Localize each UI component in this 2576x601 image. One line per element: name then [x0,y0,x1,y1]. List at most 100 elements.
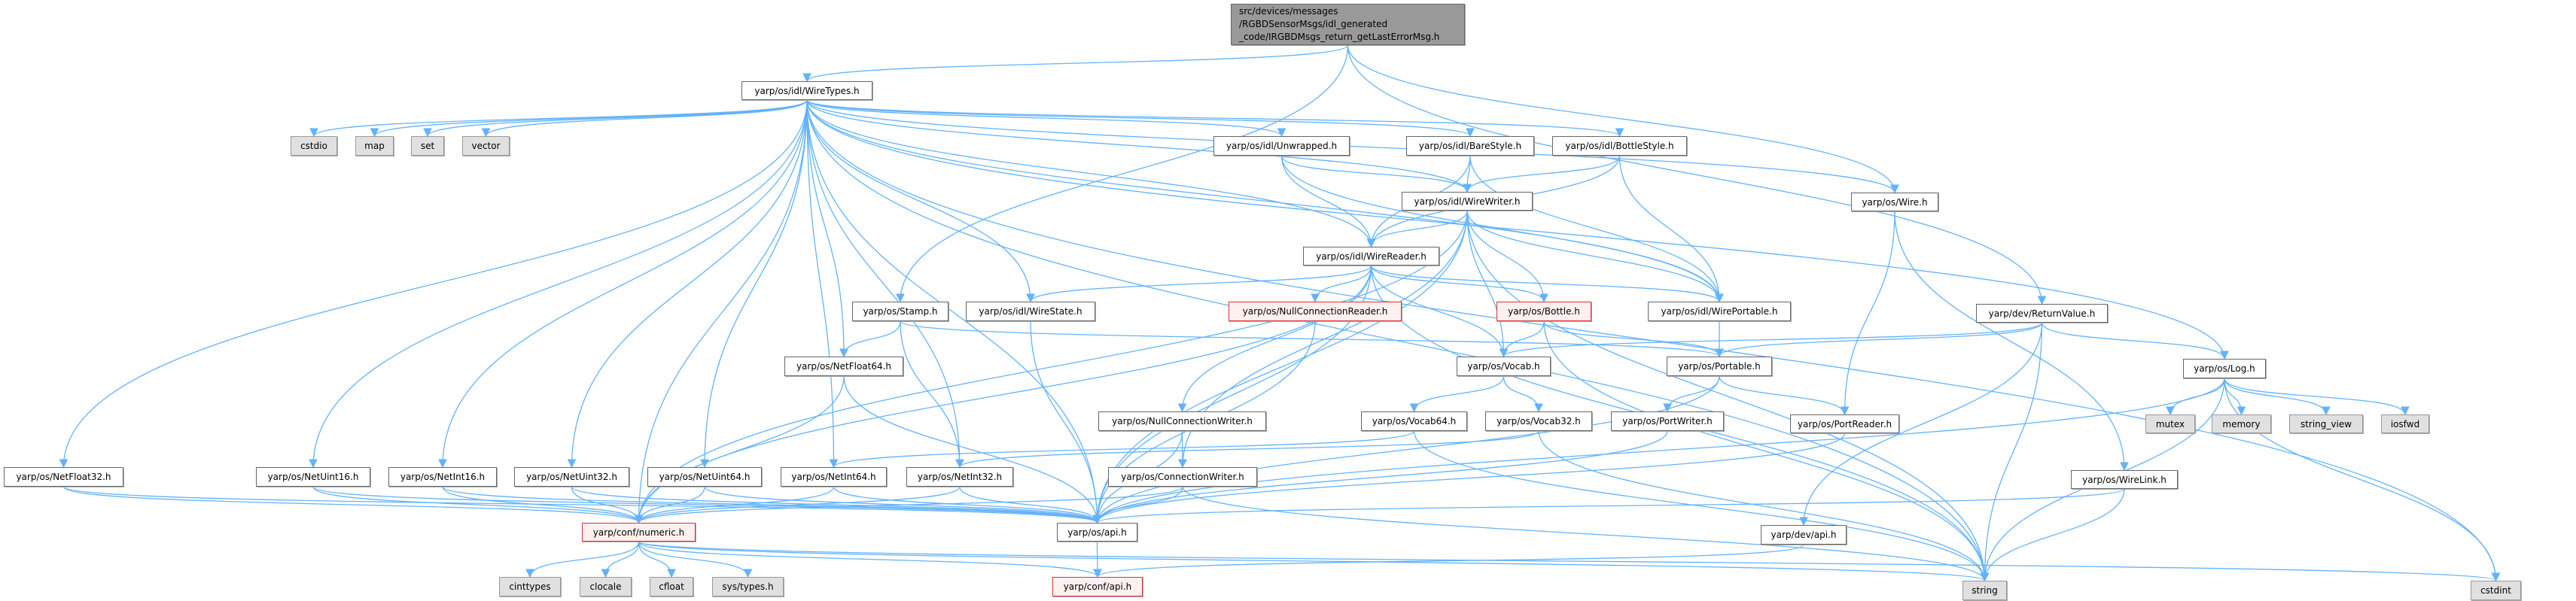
graph-node-connectionwriter[interactable]: yarp/os/ConnectionWriter.h [1108,467,1257,487]
graph-node-netint64[interactable]: yarp/os/NetInt64.h [781,467,887,487]
node-label: yarp/os/PortReader.h [1797,418,1892,430]
graph-node-bottlestyle[interactable]: yarp/os/idl/BottleStyle.h [1552,136,1687,156]
graph-node-netfloat32[interactable]: yarp/os/NetFloat32.h [4,467,123,487]
graph-node-returnvalue[interactable]: yarp/dev/ReturnValue.h [1976,304,2108,323]
edge-dev_api-to-conf_api [1093,544,1804,578]
node-label: yarp/dev/ReturnValue.h [1988,308,2096,319]
node-label: yarp/os/Portable.h [1678,361,1761,372]
edge-unwrapped-to-wirewriter [1280,155,1472,193]
graph-node-netint16[interactable]: yarp/os/NetInt16.h [388,467,497,487]
edge-wiretypes-to-cstdio [309,99,808,138]
edge-netuint16-to-os_api [312,486,1101,524]
node-label: memory [2222,418,2261,430]
edge-numeric-to-clocale [601,541,640,578]
graph-node-os-api[interactable]: yarp/os/api.h [1057,523,1137,542]
graph-node-netfloat64[interactable]: yarp/os/NetFloat64.h [784,357,903,376]
graph-node-dev-api[interactable]: yarp/dev/api.h [1761,525,1847,545]
node-label: sys/types.h [722,581,774,592]
edge-wirewriter-to-wirereader [1366,210,1468,248]
graph-node-stamp[interactable]: yarp/os/Stamp.h [852,302,948,321]
edge-bottlestyle-to-wirewriter [1463,155,1621,193]
edge-wiretypes-to-wirereader [806,99,1376,248]
node-label: yarp/dev/api.h [1771,530,1837,540]
graph-node-wirewriter[interactable]: yarp/os/idl/WireWriter.h [1402,192,1533,211]
graph-node-bottle[interactable]: yarp/os/Bottle.h [1497,302,1591,321]
node-label: clocale [589,581,622,592]
edge-numeric-to-cinttypes [525,541,640,578]
edge-wiretypes-to-netint64 [806,99,839,469]
node-label: yarp/os/WireLink.h [2082,474,2166,485]
graph-node-portreader[interactable]: yarp/os/PortReader.h [1790,414,1899,433]
edge-netint64-to-numeric [634,486,835,524]
edge-portable-to-portreader [1719,375,1850,416]
edge-netint32-to-os_api [959,486,1102,524]
edge-unwrapped-to-wireportable [1280,155,1724,303]
edge-portreader-to-os_api [1092,433,1846,524]
graph-node-vocab[interactable]: yarp/os/Vocab.h [1457,357,1551,376]
edge-wiretypes-to-wirestate [806,99,1035,303]
edge-stamp-to-portable [900,320,1724,358]
graph-node-netint32[interactable]: yarp/os/NetInt32.h [906,467,1013,487]
edge-vocab-to-vocab32 [1503,375,1543,413]
edge-netuint32-to-os_api [571,486,1102,524]
node-label: yarp/os/PortWriter.h [1622,416,1713,426]
edge-numeric-to-string [638,541,1989,582]
edge-root-to-wiretypes [802,44,1349,83]
edge-stamp-to-netint32 [900,320,964,469]
node-label: yarp/conf/api.h [1063,581,1132,592]
graph-node-netuint16[interactable]: yarp/os/NetUint16.h [256,467,370,487]
node-label: yarp/os/Vocab.h [1467,361,1540,372]
edge-bottle-to-string [1543,320,1990,582]
edge-wirewriter-to-os_api [1092,210,1468,524]
edge-wirewriter-to-string [1466,210,1990,582]
graph-node-wirereader[interactable]: yarp/os/idl/WireReader.h [1303,247,1439,266]
node-label: yarp/os/NullConnectionReader.h [1242,306,1388,317]
edge-root-to-returnvalue [1347,44,2047,305]
node-label: yarp/os/idl/Unwrapped.h [1226,141,1338,151]
graph-node-root-file[interactable]: src/devices/messages /RGBDSensorMsgs/idl… [1231,4,1465,45]
node-label: yarp/os/idl/WireWriter.h [1414,196,1521,207]
edge-unwrapped-to-wirereader [1280,155,1376,248]
edge-returnvalue-to-string [1980,322,2043,582]
edge-wiretypes-to-vector [481,99,808,138]
edge-numeric-to-conf_api [638,541,1102,578]
node-label: yarp/os/NetFloat64.h [796,361,892,372]
graph-node-barestyle[interactable]: yarp/os/idl/BareStyle.h [1406,136,1534,156]
edge-wirewriter-to-bottle [1466,210,1548,303]
graph-node-portable[interactable]: yarp/os/Portable.h [1667,357,1772,376]
graph-node-numeric[interactable]: yarp/conf/numeric.h [582,523,696,542]
node-label: string [1972,585,1998,596]
graph-node-wirestate[interactable]: yarp/os/idl/WireState.h [966,302,1095,321]
graph-node-nullconnectionwriter[interactable]: yarp/os/NullConnectionWriter.h [1098,411,1266,431]
edge-wiretypes-to-log [806,99,2229,360]
graph-node-wirelink[interactable]: yarp/os/WireLink.h [2071,470,2178,489]
node-label: yarp/os/NetUint32.h [526,472,617,482]
node-label: yarp/os/Wire.h [1862,196,1928,208]
root-label-line-3: _code/IRGBDMsgs_return_getLastErrorMsg.h [1239,32,1440,42]
graph-node-vocab64[interactable]: yarp/os/Vocab64.h [1361,411,1467,431]
graph-node-netuint64[interactable]: yarp/os/NetUint64.h [647,467,762,487]
edge-returnvalue-to-portable [1715,322,2043,358]
edge-wirelink-to-string [1980,488,2125,582]
graph-node-iosfwd: iosfwd [2381,414,2429,433]
graph-node-wireportable[interactable]: yarp/os/idl/WirePortable.h [1648,302,1791,321]
graph-node-unwrapped[interactable]: yarp/os/idl/Unwrapped.h [1213,136,1350,156]
edge-netint64-to-os_api [833,486,1102,524]
edge-netint32-to-numeric [634,486,961,524]
graph-node-netuint32[interactable]: yarp/os/NetUint32.h [514,467,629,487]
node-label: yarp/os/Bottle.h [1508,306,1580,317]
graph-node-wire[interactable]: yarp/os/Wire.h [1851,193,1938,211]
node-label: yarp/os/NetFloat32.h [16,472,111,482]
graph-node-vocab32[interactable]: yarp/os/Vocab32.h [1485,411,1592,431]
edge-wiretypes-to-wireportable [806,99,1724,303]
graph-node-nullconnectionreader[interactable]: yarp/os/NullConnectionReader.h [1229,302,1402,321]
edge-connectionwriter-to-string [1182,486,1990,582]
edge-wirereader-to-bottle [1370,265,1548,303]
graph-node-wiretypes[interactable]: yarp/os/idl/WireTypes.h [741,81,872,100]
graph-node-cfloat: cfloat [650,577,693,596]
graph-node-portwriter[interactable]: yarp/os/PortWriter.h [1611,411,1724,431]
node-label: map [364,141,385,151]
graph-node-log[interactable]: yarp/os/Log.h [2183,359,2266,378]
graph-node-conf-api[interactable]: yarp/conf/api.h [1052,577,1143,596]
